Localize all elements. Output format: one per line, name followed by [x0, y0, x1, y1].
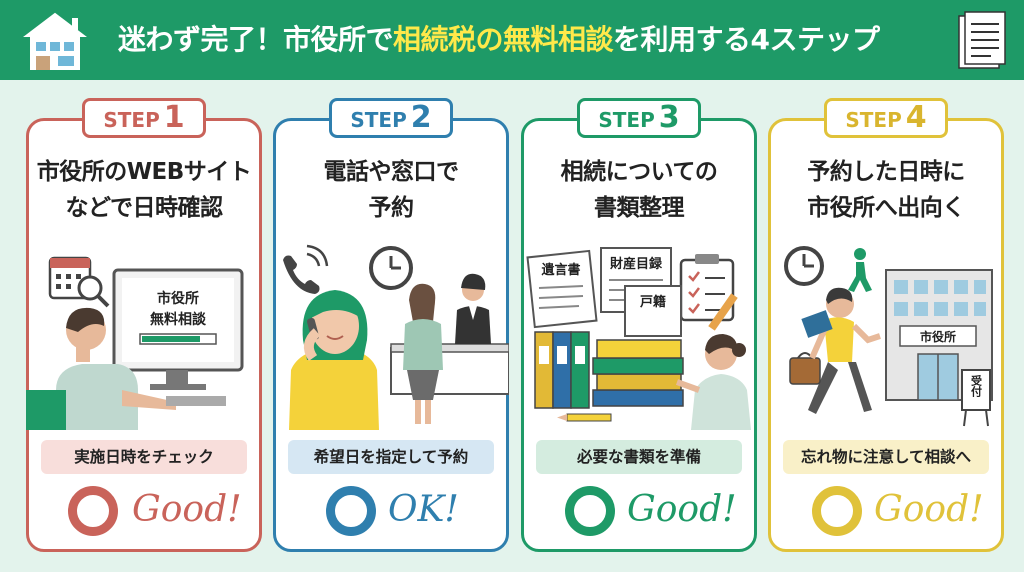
good-text-1: Good!: [132, 489, 242, 530]
header-banner: 迷わず完了！市役所で相続税の無料相談を利用する4ステップ: [0, 0, 1024, 80]
step-label-3: 必要な書類を準備: [536, 440, 742, 474]
house-icon: [23, 12, 87, 70]
step-illustration-3: 遺言書 財産目録 戸籍: [526, 247, 751, 430]
woman-pointing: [675, 334, 751, 430]
pencil-icon: [557, 413, 612, 422]
page-title: 迷わず完了！市役所で相続税の無料相談を利用する4ステップ: [118, 23, 880, 56]
clock-icon: [784, 246, 824, 286]
building-sign: 市役所: [920, 329, 956, 344]
good-text-4: Good!: [874, 489, 984, 530]
screen-text-1: 市役所: [157, 290, 199, 307]
screen-text-2: 無料相談: [150, 311, 207, 328]
man-walking: [789, 287, 881, 414]
step-label-4: 忘れ物に注意して相談へ: [783, 440, 989, 474]
document-family-register: 戸籍: [624, 285, 682, 337]
step-illustration-2: [283, 244, 509, 430]
good-text-3: Good!: [627, 489, 737, 530]
step-illustration-4: 市役所 受付: [784, 246, 993, 427]
document-will: 遺言書: [526, 249, 598, 329]
title-highlight: 相続税の無料相談: [393, 23, 614, 56]
ok-circle-icon-1: [68, 486, 118, 536]
reception-sign-board: [961, 369, 991, 427]
reception-sign: 受付: [970, 374, 983, 398]
step-title-2: 電話や窓口で予約: [323, 159, 460, 221]
step-title-4: 予約した日時に市役所へ出向く: [807, 159, 965, 221]
step-title-1: 市役所のWEBサイトなどで日時確認: [36, 159, 252, 221]
ok-text-2: OK!: [388, 489, 459, 530]
doc-label-will: 遺言書: [540, 262, 580, 278]
binders-icon: [534, 331, 590, 409]
person-at-computer: [26, 307, 226, 430]
step-label-2: 希望日を指定して予約: [288, 440, 494, 474]
phone-icon: [283, 244, 329, 294]
calendar-search-icon: [48, 256, 110, 308]
walking-person-icon: [848, 248, 872, 292]
doc-label-assets: 財産目録: [609, 256, 663, 272]
city-hall-building: [885, 269, 993, 401]
ok-circle-icon-4: [812, 486, 862, 536]
ok-circle-icon-2: [326, 486, 376, 536]
book-stack-icon: [592, 339, 684, 407]
clock-icon: [369, 246, 413, 290]
ok-circle-icon-3: [565, 486, 615, 536]
doc-label-register: 戸籍: [640, 294, 666, 310]
document-icon: [958, 11, 1006, 69]
monitor-icon: [112, 268, 244, 390]
reception-counter: [390, 273, 509, 424]
clipboard-checklist-icon: [679, 254, 738, 331]
step-title-3: 相続についての書類整理: [560, 159, 718, 221]
step-illustration-1: 市役所 無料相談: [26, 256, 244, 430]
step-label-1: 実施日時をチェック: [41, 440, 247, 474]
woman-on-phone: [289, 290, 379, 430]
